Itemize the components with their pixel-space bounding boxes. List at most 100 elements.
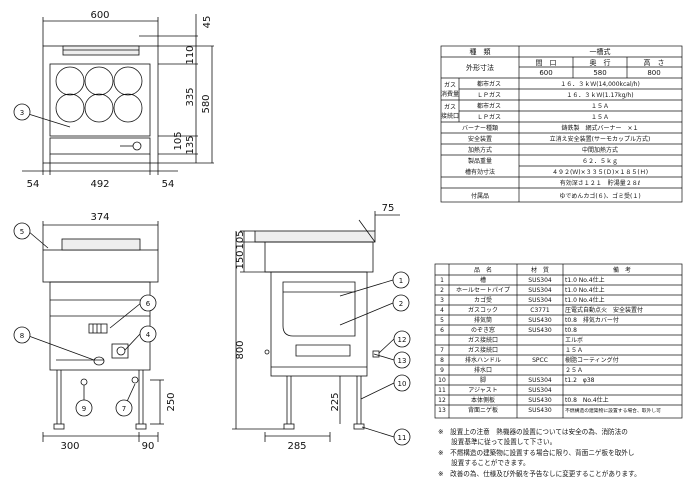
parts-cell-remarks: エルボ (565, 336, 583, 344)
parts-cell-name: 脚 (480, 376, 486, 384)
parts-cell-remarks: t0.8 (565, 327, 577, 334)
spec-gas-use-label-1: ガス (444, 81, 456, 89)
callout-12: 12 (398, 336, 407, 344)
parts-cell-no: 1 (440, 277, 444, 284)
parts-cell-material: SPCC (532, 357, 548, 364)
spec-conn-city-label: 都市ガス (477, 102, 501, 110)
parts-cell-remarks: t1.0 No.4仕上 (565, 296, 605, 304)
callout-labels: 3 5 6 4 8 9 7 1 2 12 13 10 11 (20, 109, 407, 442)
parts-cell-no: 8 (440, 357, 444, 364)
front-view-dimensions: 374 300 90 250 (60, 212, 177, 452)
parts-cell-material: SUS304 (528, 287, 552, 294)
parts-table (434, 263, 683, 419)
parts-cell-material: SUS430 (528, 397, 552, 404)
note-line: 設置基準に従って設置して下さい。 (438, 438, 557, 447)
spec-table-text: 種 類 一槽式 外形寸法 間 口 奥 行 高 さ 600 580 800 ガス … (441, 47, 665, 200)
front-leg-250: 250 (166, 392, 177, 411)
spec-acc-value: ゆでめんカゴ(６)、ゴミ受(１) (559, 192, 640, 200)
side-height-800: 800 (235, 340, 246, 359)
parts-cell-material: SUS430 (528, 317, 552, 324)
side-offset-75: 75 (382, 203, 395, 214)
callout-6: 6 (146, 300, 151, 308)
parts-cell-no: 3 (440, 297, 444, 304)
parts-cell-material: SUS430 (528, 327, 552, 334)
spec-conn-lp-label: ＬＰガス (477, 113, 501, 121)
spec-conn-city-value: １５Ａ (591, 103, 609, 110)
top-dim-135: 135 (185, 135, 196, 154)
note-line: 設置することができます。 (438, 459, 530, 468)
parts-cell-remarks: ２５Ａ (565, 367, 583, 374)
parts-cell-remarks: t1.0 No.4仕上 (565, 286, 605, 294)
spec-tank-value-1: ４９２(Ｗ)×３３５(Ｄ)×１８５(Ｈ) (552, 169, 648, 176)
spec-safety-value: 立消え安全装置(サーモカップル方式) (550, 135, 651, 143)
spec-table (440, 45, 683, 203)
spec-gas-use-label-2: 消費量 (441, 90, 459, 98)
parts-cell-remarks: １５Ａ (565, 347, 583, 354)
spec-size-head-w: 間 口 (536, 59, 557, 67)
callout-10: 10 (398, 380, 407, 388)
callout-2: 2 (399, 300, 403, 308)
spec-gas-lp-value: １６．３ｋＷ(1.17kg/h) (566, 91, 633, 99)
spec-type-label: 種 類 (470, 47, 491, 56)
front-width-374: 374 (90, 212, 109, 223)
spec-size-w: 600 (539, 69, 552, 77)
spec-size-head-h: 高 さ (644, 58, 665, 67)
parts-cell-remarks: t0.8 排気カバー付 (565, 316, 619, 324)
spec-safety-label: 安全装置 (468, 135, 492, 143)
parts-cell-material: C3771 (530, 307, 550, 314)
note-line: ※ 設置上の注意 熱機器の設置については安全の為、消防法の (438, 428, 628, 436)
spec-burner-value: 鋳鉄製 網式バーナー ×１ (561, 124, 638, 132)
spec-heat-label: 加熱方式 (468, 146, 492, 154)
parts-cell-name: カゴ受 (474, 296, 492, 304)
parts-cell-no: 11 (438, 387, 446, 394)
spec-tank-value-2: 有効深さ１２１ 貯湯量２８ℓ (560, 179, 640, 187)
parts-cell-no: 6 (440, 327, 444, 334)
top-width-492: 492 (90, 179, 109, 190)
callout-4: 4 (146, 331, 151, 339)
parts-cell-material: SUS304 (528, 377, 552, 384)
top-view-dimensions: 600 492 54 54 45 110 335 135 105 580 (27, 10, 213, 190)
parts-cell-no: 4 (440, 307, 444, 314)
callout-1: 1 (399, 277, 403, 285)
spec-gas-city-label: 都市ガス (477, 80, 501, 88)
top-dim-335: 335 (185, 87, 196, 106)
spec-acc-label: 付属品 (471, 192, 489, 200)
spec-heat-value: 中間加熱方式 (582, 146, 618, 154)
parts-cell-remarks: 不燃構造の建築物に設置する場合、取外し可 (565, 407, 661, 414)
top-view (22, 14, 214, 175)
parts-cell-no: 9 (440, 367, 444, 374)
spec-weight-label: 製品重量 (468, 157, 492, 165)
top-dim-105: 105 (173, 131, 184, 150)
parts-cell-no: 7 (440, 347, 444, 354)
top-depth-580: 580 (201, 94, 212, 113)
spec-gas-city-value: １６．３ｋＷ(14,000kcal/h) (560, 80, 640, 88)
top-side-right-54: 54 (162, 179, 175, 190)
parts-cell-material: SUS304 (528, 387, 552, 394)
side-view-dimensions: 75 105 150 800 225 285 (235, 203, 394, 452)
parts-cell-no: 12 (438, 397, 446, 404)
parts-cell-name: 排気筒 (474, 316, 492, 324)
callout-7: 7 (122, 405, 126, 413)
side-view (232, 211, 400, 442)
spec-size-label: 外形寸法 (466, 63, 494, 72)
parts-cell-name: 排水ハンドル (465, 356, 501, 364)
spec-gas-conn-label-1: ガス (444, 103, 456, 111)
top-width-600: 600 (90, 10, 109, 21)
notes: ※ 設置上の注意 熱機器の設置については安全の為、消防法の 設置基準に従って設置… (438, 427, 686, 479)
parts-cell-no: 5 (440, 317, 444, 324)
note-line: ※ 不燃構造の建築物に設置する場合に限り、背面ニゲ板を取外し (438, 448, 635, 457)
side-dim-225: 225 (330, 392, 341, 411)
parts-cell-no: 13 (438, 407, 446, 414)
callout-13: 13 (398, 357, 407, 365)
spec-size-d: 580 (593, 69, 606, 77)
parts-cell-remarks: 圧電式自動点火 安全装置付 (565, 306, 643, 314)
parts-header-material: 材 質 (531, 266, 549, 274)
front-view (42, 221, 164, 442)
side-dim-105: 105 (235, 230, 246, 249)
parts-header-name: 品 名 (474, 266, 492, 274)
spec-size-h: 800 (647, 69, 660, 77)
parts-header-remarks: 備 考 (613, 266, 631, 274)
callout-5: 5 (20, 228, 24, 236)
